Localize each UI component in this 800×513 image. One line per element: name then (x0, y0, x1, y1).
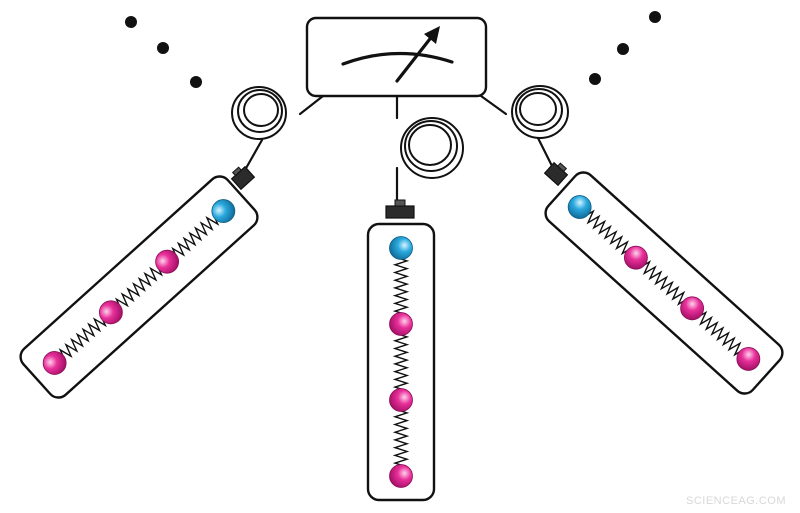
ion-qubit (389, 388, 413, 412)
ellipsis-left (125, 16, 202, 88)
connector-center (385, 199, 415, 219)
fiber-right (479, 94, 508, 116)
ion-qubit (736, 347, 761, 371)
ellipsis-dot (157, 42, 169, 54)
connector-right (543, 161, 569, 187)
meter-needle (395, 33, 435, 83)
ion-ancilla (567, 195, 592, 219)
fiber-left (298, 94, 325, 116)
optical-fibers (243, 94, 555, 202)
fiber-coil-center (400, 117, 464, 179)
ion-qubit (98, 300, 123, 325)
ion-trap-left (19, 175, 259, 399)
coupling-spring (642, 260, 686, 306)
measurement-meter-icon (305, 16, 488, 98)
meter-box (305, 16, 488, 98)
fiber-left-tail (243, 138, 264, 172)
ellipsis-dot (649, 11, 661, 23)
ellipsis-dot (125, 16, 137, 28)
ion-trap-right (544, 171, 784, 395)
ellipsis-dot (589, 73, 601, 85)
meter-scale-arc (341, 51, 454, 66)
ion-qubit (389, 312, 413, 336)
ion-qubit (155, 249, 180, 274)
fiber-coil-left (231, 86, 287, 140)
ion-trap-center (366, 222, 436, 502)
coupling-spring (58, 317, 107, 358)
ion-traps (19, 171, 784, 502)
ion-qubit (680, 296, 705, 321)
ellipsis-right (589, 11, 661, 85)
coupling-spring (699, 310, 742, 357)
fiber-right-tail (536, 136, 555, 170)
ion-qubit (623, 245, 648, 270)
coupling-spring (171, 216, 220, 257)
coupling-spring (114, 266, 164, 308)
connector-left (230, 165, 256, 191)
ion-ancilla (389, 236, 413, 260)
ion-qubit (389, 464, 413, 488)
fiber-coil-right (511, 85, 569, 139)
ellipsis-dot (190, 76, 202, 88)
coupling-spring (392, 258, 410, 314)
ion-qubit (42, 351, 67, 375)
coupling-spring (392, 334, 410, 390)
meter-needle-arrowhead (424, 26, 440, 44)
coupling-spring (586, 209, 629, 256)
coupling-spring (392, 410, 410, 466)
ellipsis-dot (617, 43, 629, 55)
ion-ancilla (211, 199, 236, 223)
watermark-text: SCIENCEAG.COM (685, 495, 786, 507)
